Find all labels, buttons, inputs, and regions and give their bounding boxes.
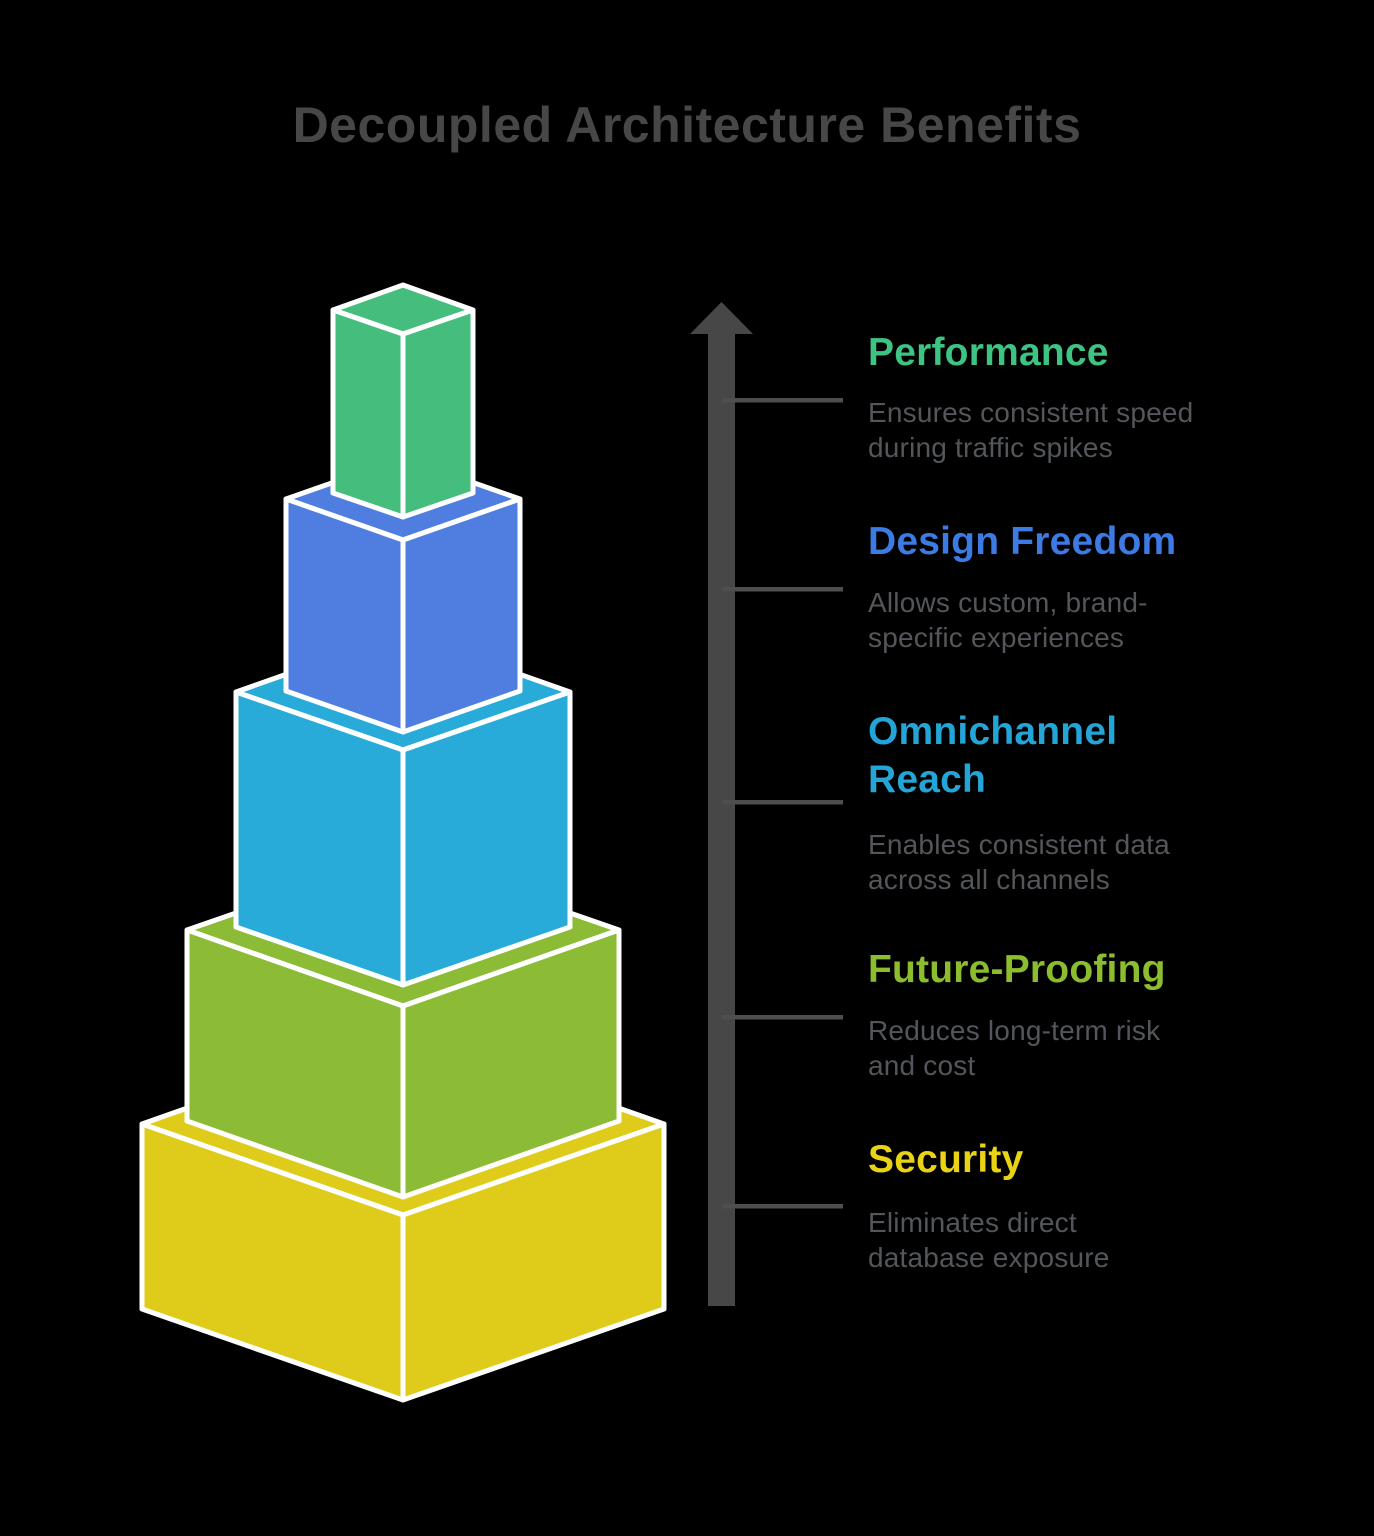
- section-description: Eliminates direct database exposure: [868, 1207, 1110, 1273]
- box-right-face: [400, 689, 573, 988]
- section-omnichannel-reach-description: Enables consistent data across all chann…: [868, 828, 1288, 897]
- section-heading: Omnichannel Reach: [868, 710, 1118, 801]
- pyramid-box-omnichannel-reach: [233, 630, 573, 988]
- box-left-face: [330, 307, 406, 520]
- section-heading: Security: [868, 1138, 1024, 1181]
- pyramid-box-design-freedom: [283, 455, 523, 735]
- section-future-proofing-description: Reduces long-term risk and cost: [868, 1014, 1288, 1083]
- tick-line: [722, 398, 843, 403]
- section-heading: Performance: [868, 331, 1109, 374]
- pyramid-box-performance: [330, 282, 476, 520]
- section-future-proofing: Future-Proofing: [868, 946, 1288, 994]
- box-right-face: [400, 927, 622, 1200]
- section-performance-description: Ensures consistent speed during traffic …: [868, 396, 1288, 465]
- section-heading: Future-Proofing: [868, 948, 1166, 991]
- box-right-face: [400, 496, 523, 735]
- up-arrow: [690, 302, 753, 1306]
- box-right-face: [400, 1121, 667, 1403]
- section-security: Security: [868, 1136, 1288, 1184]
- tick-line: [722, 587, 843, 592]
- tick-line: [722, 1204, 843, 1209]
- section-design-freedom-description: Allows custom, brand- specific experienc…: [868, 586, 1288, 655]
- arrow-head-icon: [690, 302, 753, 334]
- section-omnichannel-reach: Omnichannel Reach: [868, 708, 1288, 803]
- page-title: Decoupled Architecture Benefits: [292, 97, 1082, 153]
- section-description: Enables consistent data across all chann…: [868, 829, 1170, 895]
- section-description: Reduces long-term risk and cost: [868, 1015, 1161, 1081]
- arrow-shaft: [708, 330, 735, 1306]
- section-heading: Design Freedom: [868, 520, 1177, 563]
- section-performance: Performance: [868, 329, 1288, 377]
- section-design-freedom: Design Freedom: [868, 518, 1288, 566]
- box-right-face: [400, 307, 476, 520]
- section-description: Allows custom, brand- specific experienc…: [868, 587, 1148, 653]
- tick-line: [722, 800, 843, 805]
- section-security-description: Eliminates direct database exposure: [868, 1206, 1288, 1275]
- box-left-face: [283, 496, 406, 735]
- tick-line: [722, 1015, 843, 1020]
- section-description: Ensures consistent speed during traffic …: [868, 397, 1194, 463]
- tick-lines: [722, 398, 843, 1209]
